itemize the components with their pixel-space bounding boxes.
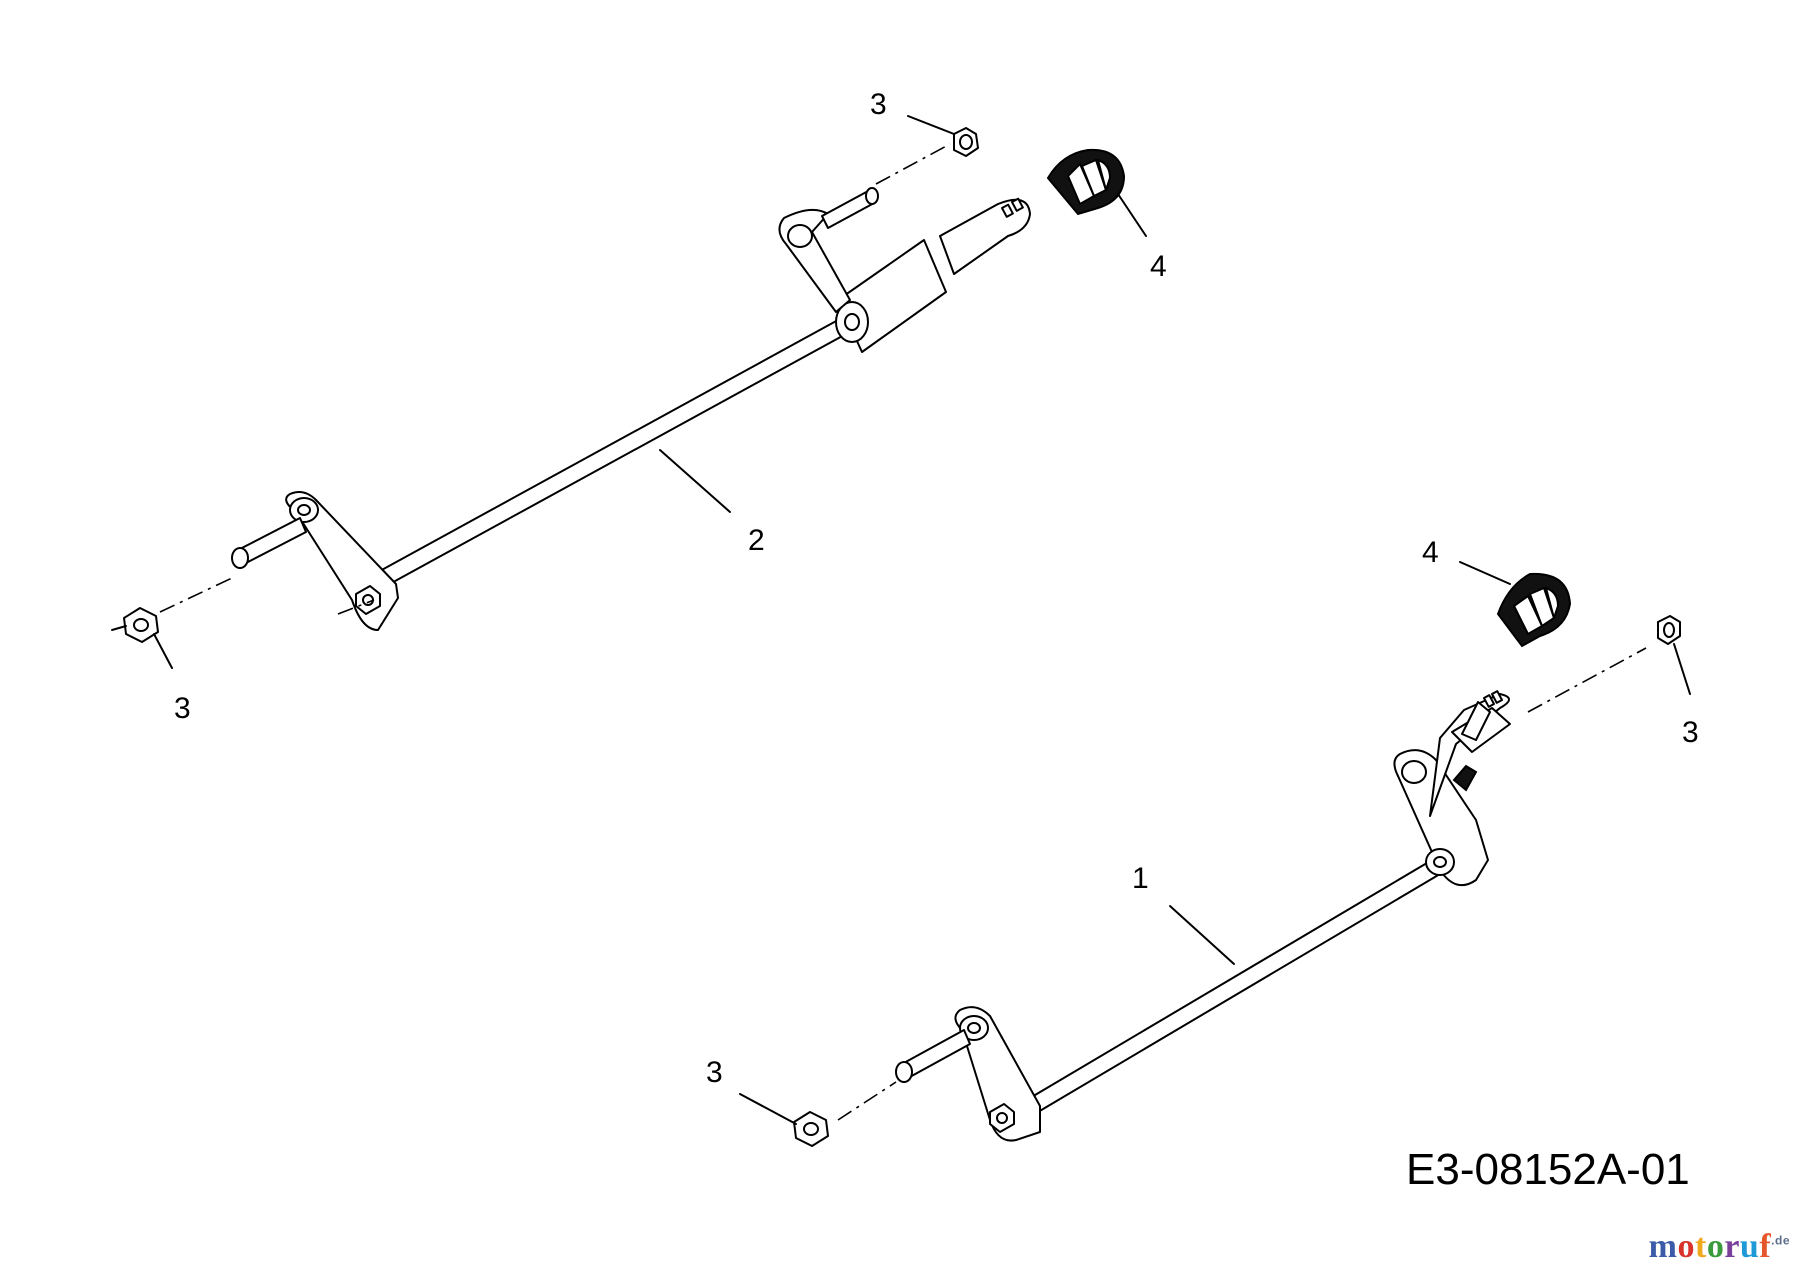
- axle-upper: [231, 187, 1031, 631]
- leader-line: [739, 1093, 797, 1125]
- leader-line: [1117, 193, 1147, 237]
- leader-line: [1169, 905, 1235, 965]
- hex-nut-lower-left: [793, 1111, 829, 1147]
- watermark-logo: motoruf.de: [1648, 1228, 1790, 1265]
- callout-3: 3: [870, 88, 887, 121]
- knob-cap-lower: [1496, 572, 1572, 648]
- drawing-id: E3-08152A-01: [1406, 1145, 1690, 1194]
- callout-3: 3: [706, 1056, 723, 1089]
- hex-nut-upper-left: [123, 607, 159, 643]
- leader-line: [907, 115, 955, 135]
- hex-nut-lower-right: [1657, 615, 1681, 645]
- callout-3: 3: [174, 692, 191, 725]
- callout-1: 1: [1132, 862, 1149, 895]
- callout-4: 4: [1422, 536, 1439, 569]
- leader-line: [1673, 643, 1691, 695]
- axle-lower: [895, 690, 1511, 1142]
- callout-3: 3: [1682, 716, 1699, 749]
- callout-4: 4: [1150, 250, 1167, 283]
- leader-line: [659, 449, 731, 513]
- callout-2: 2: [748, 524, 765, 557]
- leader-line: [1459, 561, 1511, 585]
- knob-cap-upper: [1046, 148, 1126, 216]
- leader-line: [153, 633, 173, 669]
- hex-nut-upper-right: [953, 127, 979, 157]
